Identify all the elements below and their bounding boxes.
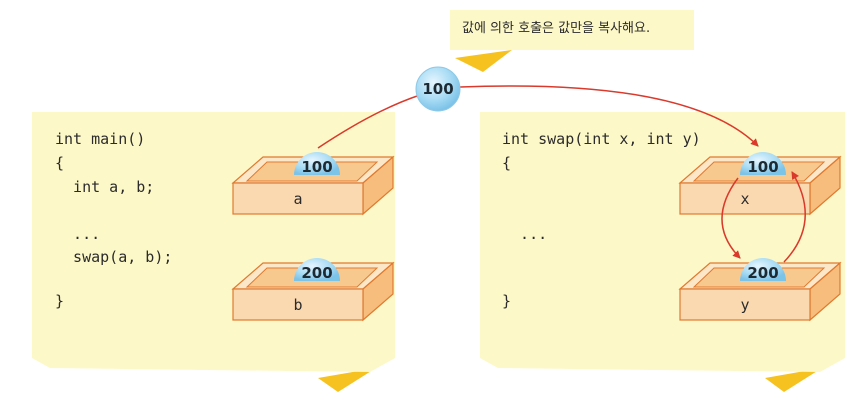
left-code-line-6: } bbox=[55, 292, 65, 310]
left-code-line-3: int a, b; bbox=[55, 178, 155, 196]
label-y: y bbox=[740, 296, 750, 314]
left-code-line-2: { bbox=[55, 154, 65, 172]
value-a: 100 bbox=[301, 158, 333, 176]
value-ball-a bbox=[294, 152, 340, 175]
right-code-line-3: ... bbox=[502, 225, 548, 243]
value-ball-b bbox=[294, 258, 340, 281]
left-panel-curl bbox=[32, 358, 395, 372]
passed-value: 100 bbox=[422, 80, 454, 98]
right-panel-tab bbox=[765, 368, 822, 392]
note-callout bbox=[450, 10, 694, 72]
value-b: 200 bbox=[301, 264, 333, 282]
value-y: 200 bbox=[747, 264, 779, 282]
variable-box-a bbox=[231, 155, 395, 216]
value-ball-x bbox=[740, 152, 786, 175]
value-x: 100 bbox=[747, 158, 779, 176]
label-a: a bbox=[293, 190, 303, 208]
note-text: 값에 의한 호출은 값만을 복사해요. bbox=[462, 21, 651, 36]
left-panel-tab bbox=[318, 368, 376, 392]
label-x: x bbox=[740, 190, 750, 208]
right-code-line-4: } bbox=[502, 292, 512, 310]
note-tab bbox=[455, 50, 512, 72]
arrow-x-to-y bbox=[721, 177, 741, 259]
left-code-line-1: int main() bbox=[55, 130, 146, 148]
left-code-line-5: swap(a, b); bbox=[55, 248, 173, 266]
passed-value-ball bbox=[415, 66, 461, 112]
value-ball-y bbox=[740, 258, 786, 281]
note-body bbox=[450, 10, 694, 50]
right-panel-curl bbox=[480, 358, 845, 372]
arrow-passed-value-to-x bbox=[459, 85, 759, 147]
swap-function-panel bbox=[480, 112, 845, 392]
right-code-line-2: { bbox=[502, 154, 512, 172]
right-code-line-1: int swap(int x, int y) bbox=[502, 130, 701, 148]
left-code-line-4: ... bbox=[55, 225, 101, 243]
label-b: b bbox=[293, 296, 303, 314]
arrow-a-to-passed-value bbox=[317, 94, 421, 149]
variable-box-y bbox=[678, 261, 842, 322]
arrow-y-to-x bbox=[783, 171, 806, 263]
